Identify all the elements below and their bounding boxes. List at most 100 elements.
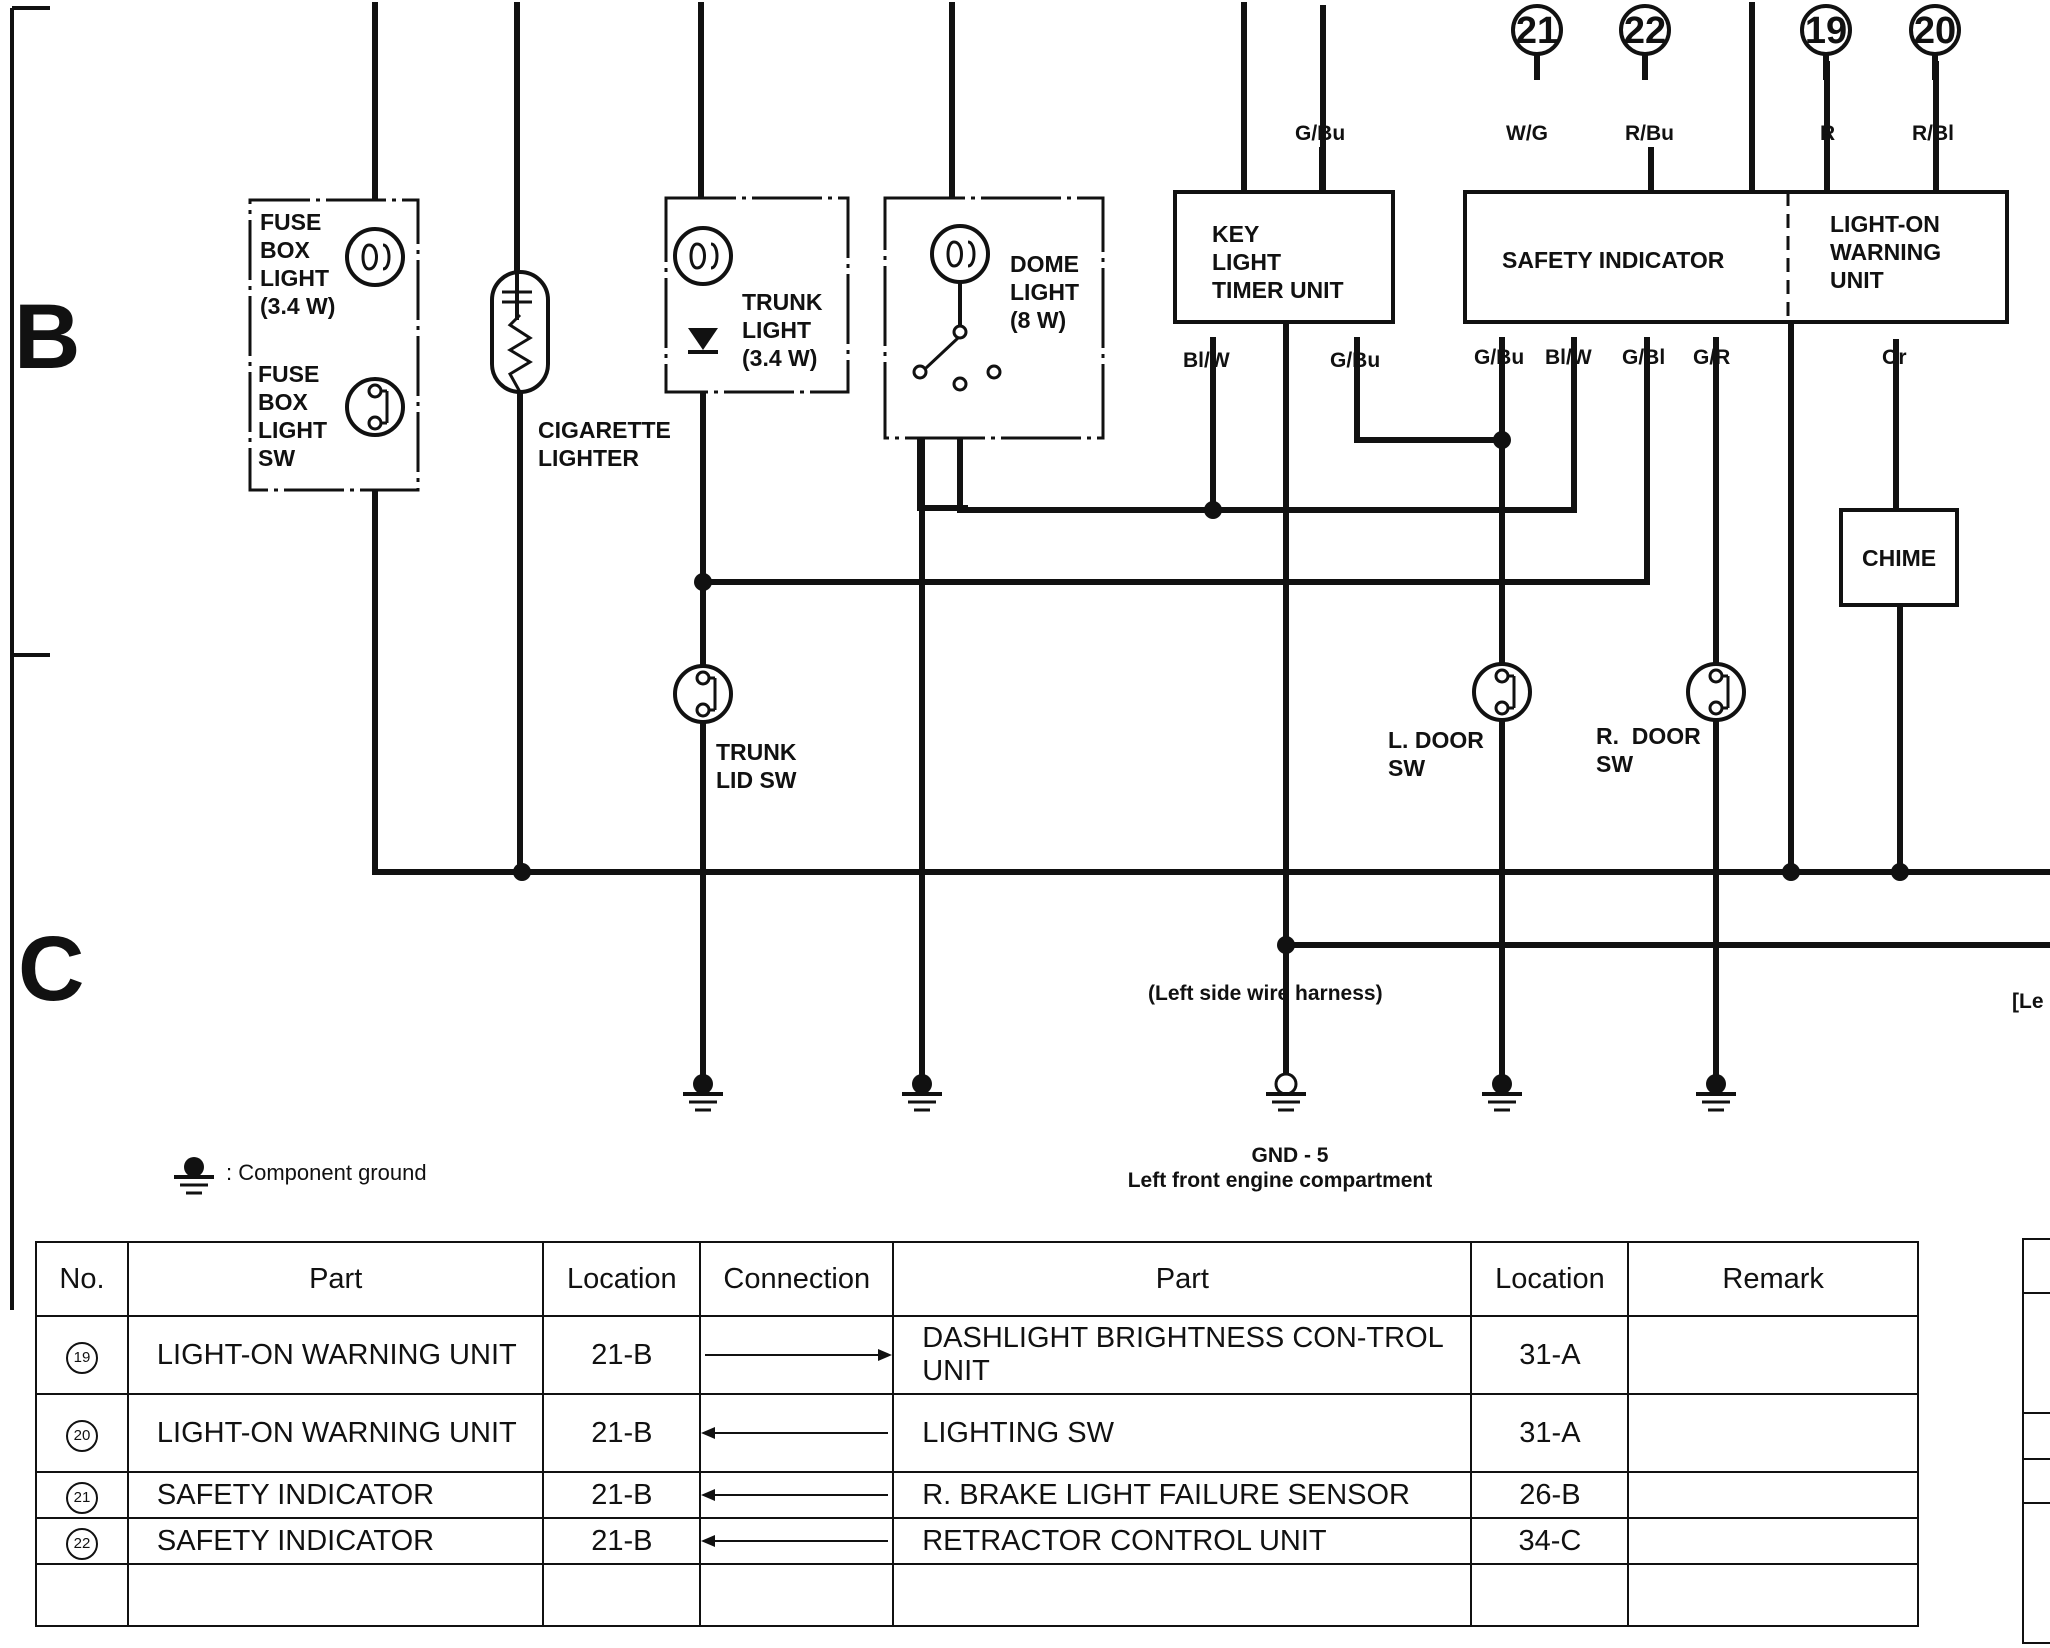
gnd-desc: Left front engine compartment <box>1128 1169 1433 1192</box>
row-location-2: 34-C <box>1470 1517 1630 1565</box>
connector-21: 21 <box>1511 4 1563 80</box>
fuse-box-light-label: FUSE BOX LIGHT (3.4 W) <box>260 209 335 319</box>
harness-note: (Left side wire harness) <box>1148 982 1383 1005</box>
ground-symbol-gnd5 <box>1264 1072 1308 1112</box>
cigarette-lighter-label: CIGARETTE LIGHTER <box>538 417 677 471</box>
wire-label-si-g-bl: G/Bl <box>1622 346 1665 369</box>
wire-label-si-g-bu: G/Bu <box>1474 346 1524 369</box>
table-row-empty <box>35 1563 1919 1627</box>
ground-symbol-trunk <box>681 1072 725 1112</box>
svg-text:20: 20 <box>1914 10 1956 52</box>
row-location-2: 26-B <box>1470 1471 1630 1519</box>
harness-note-cut: [Le <box>2012 990 2044 1013</box>
page-margin-bracket <box>10 6 50 1310</box>
cigarette-lighter-symbol <box>490 270 550 394</box>
row-number-badge: 22 <box>65 1527 98 1560</box>
col-header-location: Location <box>542 1241 702 1317</box>
col-header-remark: Remark <box>1627 1241 1919 1317</box>
svg-text:21: 21 <box>1516 10 1558 52</box>
row-part: SAFETY INDICATOR <box>126 1471 545 1519</box>
connector-22: 22 <box>1619 4 1671 80</box>
svg-text:22: 22 <box>1624 10 1666 52</box>
row-part-2: DASHLIGHT BRIGHTNESS CON-TROL UNIT <box>892 1315 1473 1395</box>
row-location: 21-B <box>542 1315 702 1395</box>
row-part-2: LIGHTING SW <box>892 1393 1473 1473</box>
col-header-part: Part <box>126 1241 545 1317</box>
fuse-box-light-sw-label: FUSE BOX LIGHT SW <box>258 361 333 471</box>
row-remark <box>1627 1393 1919 1473</box>
row-location-2: 31-A <box>1470 1315 1630 1395</box>
row-part: SAFETY INDICATOR <box>126 1517 545 1565</box>
row-part-2: RETRACTOR CONTROL UNIT <box>892 1517 1473 1565</box>
wire-label-c21: W/G <box>1506 122 1548 145</box>
col-header-location-2: Location <box>1470 1241 1630 1317</box>
gnd-title: GND - 5 <box>1251 1144 1328 1167</box>
ground-legend-text: : Component ground <box>226 1160 427 1185</box>
row-number-badge: 19 <box>65 1341 98 1374</box>
row-location: 21-B <box>542 1393 702 1473</box>
row-number-badge: 20 <box>65 1419 98 1452</box>
connection-arrow-left <box>701 1485 892 1505</box>
ground-symbol-r-door <box>1694 1072 1738 1112</box>
table-row: 21 SAFETY INDICATOR 21-B R. BRAKE LIGHT … <box>35 1471 1919 1519</box>
wires <box>372 2 2050 1083</box>
connection-arrow-left <box>701 1531 892 1551</box>
svg-text:19: 19 <box>1805 10 1847 52</box>
key-light-timer-label: KEY LIGHT TIMER UNIT <box>1212 221 1344 303</box>
row-remark <box>1627 1517 1919 1565</box>
ground-legend-icon <box>172 1155 216 1195</box>
row-location-2: 31-A <box>1470 1393 1630 1473</box>
trunk-light-box <box>664 196 850 394</box>
row-remark <box>1627 1471 1919 1519</box>
dome-light-box <box>883 196 1105 440</box>
chime-label: CHIME <box>1862 545 1936 571</box>
connector-table: No. Part Location Connection Part Locati… <box>35 1241 1919 1627</box>
row-number-badge: 21 <box>65 1481 98 1514</box>
r-door-sw-symbol <box>1686 662 1746 722</box>
chime-box <box>1839 508 1959 607</box>
key-light-timer-box <box>1173 190 1395 324</box>
l-door-sw-label: L. DOOR SW <box>1388 727 1490 781</box>
connection-arrow-left <box>701 1423 892 1443</box>
safety-indicator-label: SAFETY INDICATOR <box>1502 247 1725 273</box>
row-remark <box>1627 1315 1919 1395</box>
fuse-box-light-box <box>248 198 420 492</box>
ground-symbol-l-door <box>1480 1072 1524 1112</box>
col-header-part-2: Part <box>892 1241 1473 1317</box>
dome-light-label: DOME LIGHT (8 W) <box>1010 251 1085 333</box>
col-header-connection: Connection <box>699 1241 895 1317</box>
trunk-light-label: TRUNK LIGHT (3.4 W) <box>742 289 829 371</box>
connector-19: 19 <box>1800 4 1852 80</box>
section-marker-c: C <box>18 918 84 1020</box>
wire-label-lw-or: Or <box>1882 346 1907 369</box>
row-part-2: R. BRAKE LIGHT FAILURE SENSOR <box>892 1471 1473 1519</box>
ground-drops <box>700 360 925 1075</box>
table-row: 20 LIGHT-ON WARNING UNIT 21-B LIGHTING S… <box>35 1393 1919 1473</box>
table-row: 19 LIGHT-ON WARNING UNIT 21-B DASHLIGHT … <box>35 1315 1919 1395</box>
col-header-no: No. <box>35 1241 129 1317</box>
r-door-sw-label: R. DOOR SW <box>0 0 1733 777</box>
l-door-sw-symbol <box>1472 662 1532 722</box>
connector-20: 20 <box>1909 4 1961 80</box>
trunk-lid-sw-symbol <box>673 664 733 724</box>
table-row: 22 SAFETY INDICATOR 21-B RETRACTOR CONTR… <box>35 1517 1919 1565</box>
table-header-row: No. Part Location Connection Part Locati… <box>35 1241 1919 1317</box>
light-on-warning-label: LIGHT-ON WARNING UNIT <box>1830 211 1948 293</box>
wire-label-key-bl-w: Bl/W <box>1183 349 1230 372</box>
wire-label-c22: R/Bu <box>1625 122 1674 145</box>
adjacent-table-edge <box>2022 1238 2050 1644</box>
row-part: LIGHT-ON WARNING UNIT <box>126 1315 545 1395</box>
connection-arrow-right <box>701 1345 893 1365</box>
wire-label-key-top: G/Bu <box>1295 122 1345 145</box>
junction-dots <box>513 431 1909 954</box>
ground-symbol-dome <box>900 1072 944 1112</box>
wire-label-si-g-r: G/R <box>1693 346 1730 369</box>
trunk-lid-sw-label: TRUNK LID SW <box>716 739 803 793</box>
wire-label-key-g-bu: G/Bu <box>1330 349 1380 372</box>
wire-label-si-bl-w: Bl/W <box>1545 346 1592 369</box>
wire-label-c19: R <box>1820 122 1835 145</box>
row-part: LIGHT-ON WARNING UNIT <box>126 1393 545 1473</box>
row-location: 21-B <box>542 1471 702 1519</box>
row-location: 21-B <box>542 1517 702 1565</box>
